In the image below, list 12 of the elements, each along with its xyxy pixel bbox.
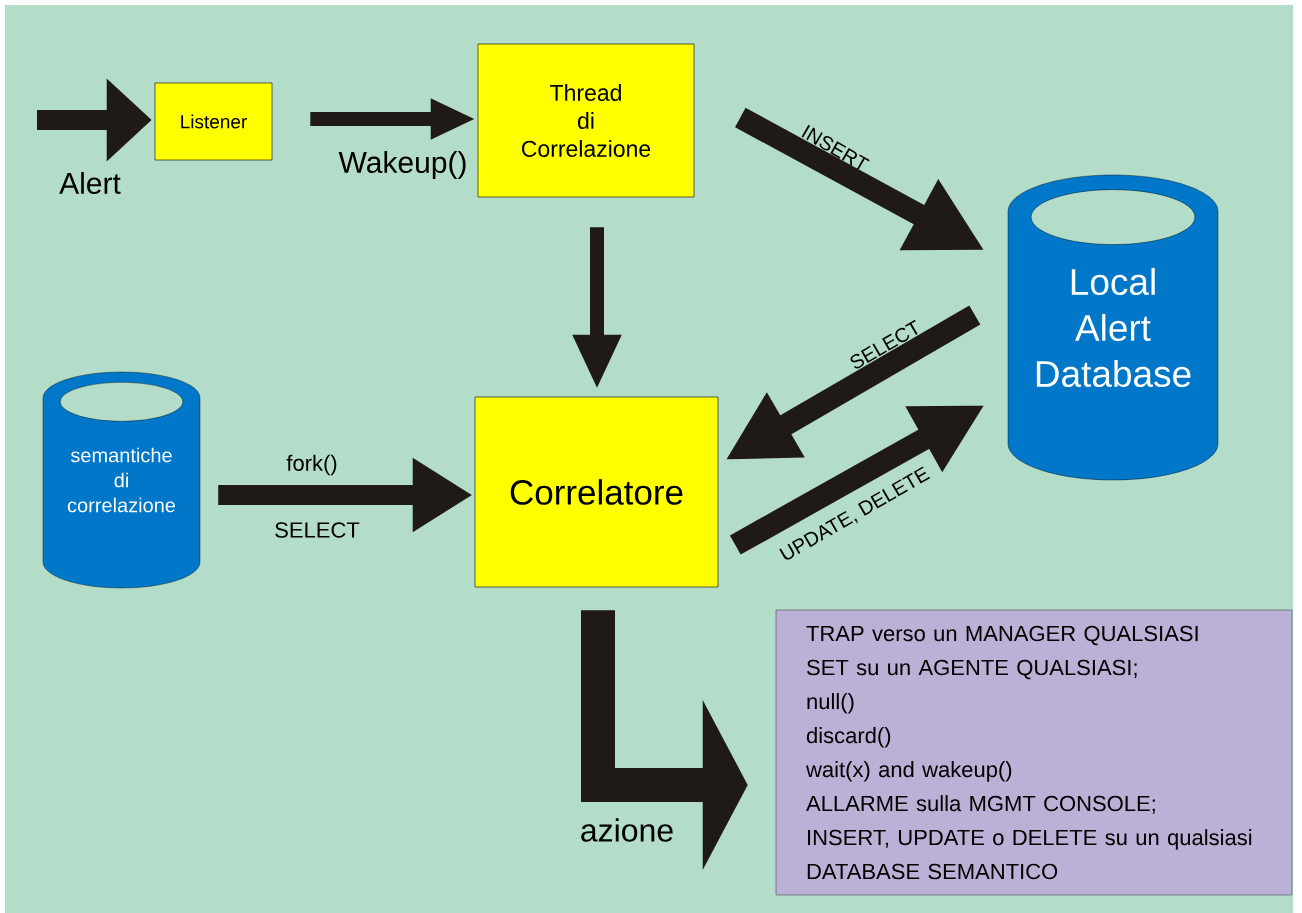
edge-label: fork()	[286, 454, 337, 476]
database-cylinder: semantiche di correlazione	[42, 371, 201, 589]
edge-label: Alert	[59, 172, 121, 194]
action-list-box: TRAP verso un MANAGER QUALSIASI SET su un AGENTE QUALSIASI; null() discard() wait(x) and wakeup() ALLARME sulla MGMT CONSOLE; INSERT, UPDATE o DELETE su un qualsiasi DATABASE SEMANTICO	[775, 609, 1293, 896]
edge-label: Wakeup()	[338, 151, 466, 179]
database-cylinder: Local Alert Database	[1007, 174, 1219, 481]
process-box: Listener	[154, 82, 273, 161]
block-arrow	[581, 610, 748, 870]
edge-label: azione	[581, 818, 673, 842]
process-box: Correlatore	[474, 396, 719, 588]
operation-label: SELECT	[275, 522, 360, 538]
process-box: Thread di Correlazione	[477, 43, 695, 198]
